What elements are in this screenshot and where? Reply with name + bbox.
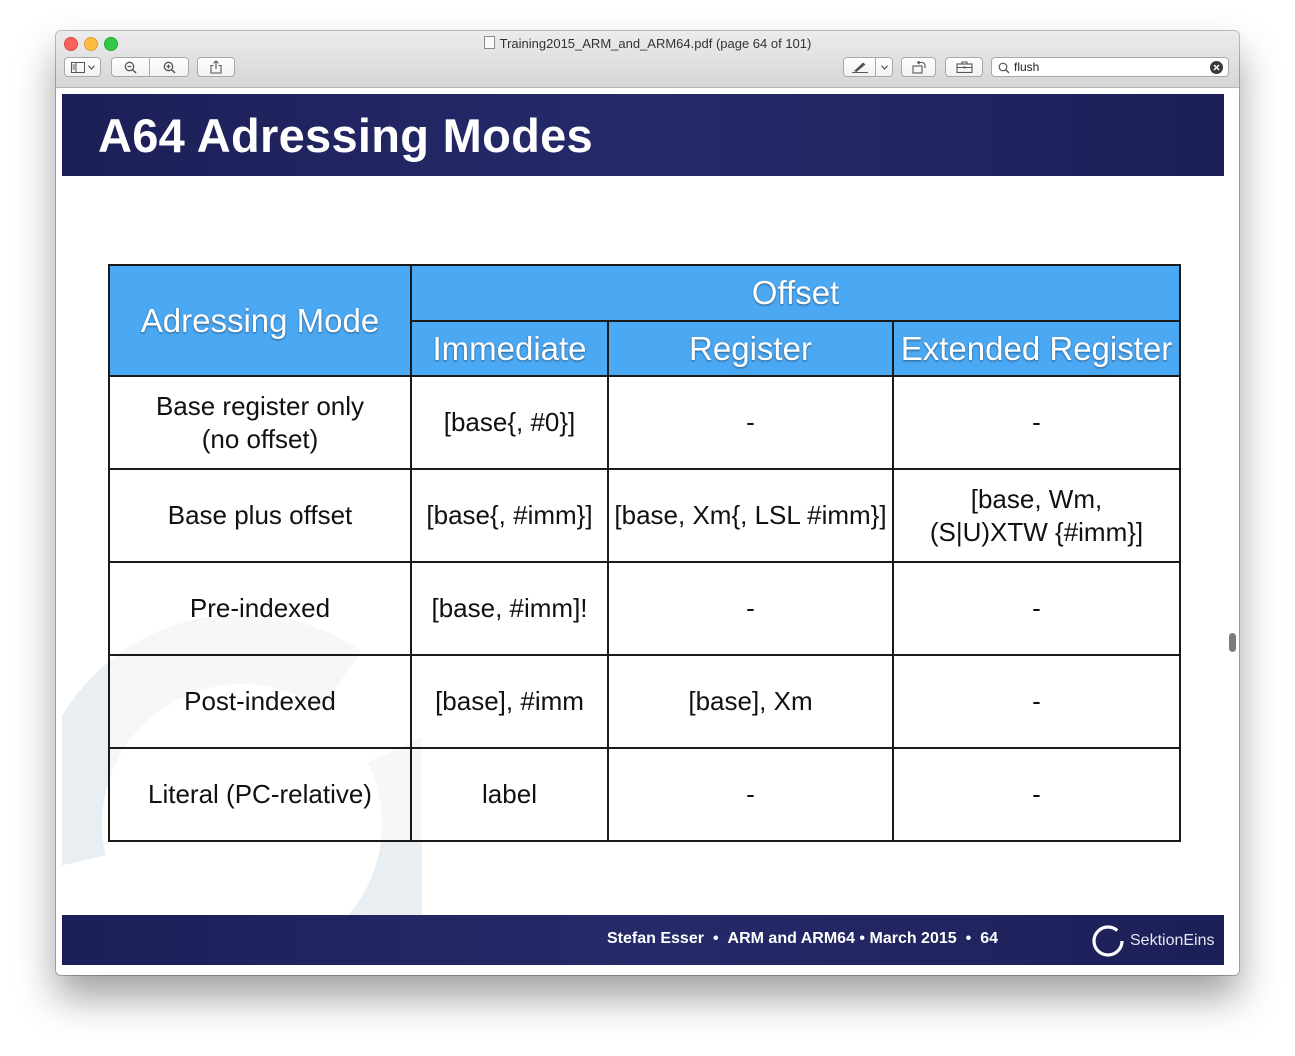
cell-immediate: [base, #imm]! (410, 561, 609, 656)
zoom-in-icon (163, 61, 176, 74)
footer-separator: • (712, 930, 719, 947)
cell-immediate: [base], #imm (410, 654, 609, 749)
document-view[interactable]: A64 Adressing Modes Adressing Mode Offse… (56, 88, 1239, 975)
sektioneins-logo: SektionEins (1090, 923, 1215, 959)
header-addressing-mode: Adressing Mode (108, 264, 412, 377)
footer-date: March 2015 (869, 930, 957, 947)
cell-mode: Literal (PC-relative) (108, 747, 412, 842)
table-header-row: Adressing Mode Offset (108, 264, 1181, 377)
table-row: Post-indexed [base], #imm [base], Xm - (108, 654, 1181, 749)
cell-register: - (607, 375, 894, 470)
rotate-button[interactable] (901, 57, 936, 77)
header-register: Register (607, 320, 894, 377)
cell-mode: Post-indexed (108, 654, 412, 749)
header-immediate: Immediate (410, 320, 609, 377)
search-icon (998, 61, 1010, 79)
cell-extended: [base, Wm, (S|U)XTW {#imm}] (892, 468, 1181, 563)
table-row: Literal (PC-relative) label - - (108, 747, 1181, 842)
cell-register: [base, Xm{, LSL #imm}] (607, 468, 894, 563)
sidebar-toggle-button[interactable] (64, 57, 101, 77)
table-row: Base register only(no offset) [base{, #0… (108, 375, 1181, 470)
chevron-down-icon (880, 64, 888, 70)
cell-immediate: label (410, 747, 609, 842)
footer-separator: • (965, 930, 972, 947)
cell-mode: Base register only(no offset) (108, 375, 412, 470)
pen-icon (851, 61, 869, 73)
zoom-window-button[interactable] (104, 37, 118, 51)
pdf-page: A64 Adressing Modes Adressing Mode Offse… (62, 94, 1224, 965)
cell-extended: - (892, 747, 1181, 842)
cell-register: - (607, 561, 894, 656)
title-bar: Training2015_ARM_and_ARM64.pdf (page 64 … (56, 31, 1239, 88)
search-input[interactable] (1014, 58, 1204, 76)
search-field[interactable] (991, 57, 1229, 77)
slide-footer: Stefan Esser•ARM and ARM64 • March 2015•… (62, 915, 1224, 965)
cell-extended: - (892, 654, 1181, 749)
slide-title: A64 Adressing Modes (98, 109, 593, 162)
footer-author: Stefan Esser (607, 930, 704, 947)
table-subheader-row: Immediate Register Extended Register (109, 320, 1181, 377)
cell-extended: - (892, 375, 1181, 470)
preview-window: Training2015_ARM_and_ARM64.pdf (page 64 … (56, 31, 1239, 975)
markup-button[interactable] (843, 57, 876, 77)
markup-menu-button[interactable] (875, 57, 893, 77)
header-offset: Offset (410, 264, 1181, 322)
toolbox-button[interactable] (945, 57, 983, 77)
cell-immediate: [base{, #0}] (410, 375, 609, 470)
sidebar-icon (70, 61, 85, 73)
cell-mode: Base plus offset (108, 468, 412, 563)
table-row: Pre-indexed [base, #imm]! - - (108, 561, 1181, 656)
chevron-down-icon (87, 64, 95, 70)
footer-page-number: 64 (980, 930, 999, 947)
cell-immediate: [base{, #imm}] (410, 468, 609, 563)
window-title: Training2015_ARM_and_ARM64.pdf (page 64 … (56, 36, 1239, 51)
cell-register: [base], Xm (607, 654, 894, 749)
share-button[interactable] (197, 57, 235, 77)
cell-extended: - (892, 561, 1181, 656)
zoom-out-button[interactable] (111, 57, 150, 77)
footer-text: Stefan Esser•ARM and ARM64 • March 2015•… (607, 930, 998, 948)
share-icon (210, 60, 222, 74)
sektioneins-logo-icon (1092, 925, 1124, 957)
zoom-in-button[interactable] (149, 57, 189, 77)
footer-separator: • (859, 930, 866, 947)
header-extended-register: Extended Register (892, 320, 1181, 377)
window-title-text: Training2015_ARM_and_ARM64.pdf (page 64 … (499, 36, 812, 51)
clear-icon[interactable] (1210, 61, 1223, 74)
vertical-scrollbar-thumb[interactable] (1229, 633, 1236, 652)
minimize-window-button[interactable] (84, 37, 98, 51)
addressing-modes-table: Adressing Mode Offset Immediate Register… (108, 264, 1181, 842)
footer-talk: ARM and ARM64 (727, 930, 855, 947)
table-row: Base plus offset [base{, #imm}] [base, X… (108, 468, 1181, 563)
cell-register: - (607, 747, 894, 842)
logo-text: SektionEins (1130, 932, 1215, 949)
zoom-out-icon (124, 61, 137, 74)
toolbox-icon (955, 61, 973, 73)
cell-mode: Pre-indexed (108, 561, 412, 656)
close-window-button[interactable] (64, 37, 78, 51)
rotate-icon (911, 60, 927, 74)
slide-header: A64 Adressing Modes (62, 94, 1224, 176)
pdf-document-icon (483, 36, 495, 49)
